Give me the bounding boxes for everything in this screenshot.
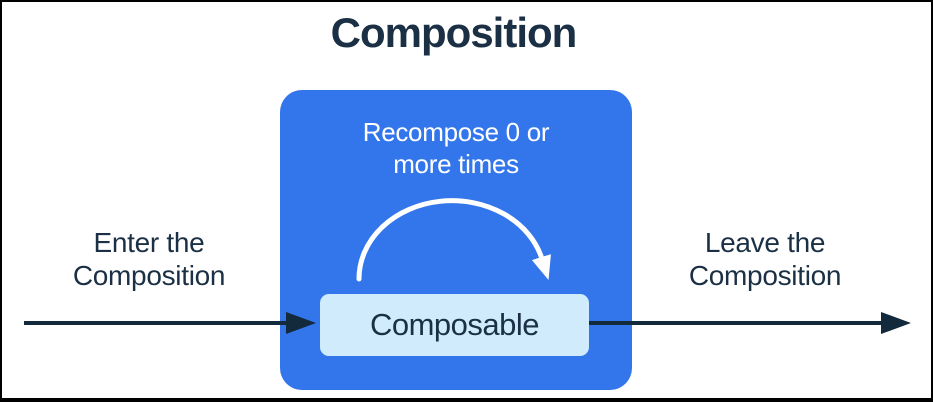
leave-label: Leave the Composition: [645, 226, 885, 292]
leave-label-line2: Composition: [688, 260, 842, 291]
composable-label: Composable: [369, 307, 540, 342]
enter-label-line2: Composition: [72, 260, 226, 291]
recompose-label-line1: Recompose 0 or: [362, 117, 550, 147]
recompose-label: Recompose 0 or more times: [280, 116, 632, 180]
recompose-label-line2: more times: [393, 149, 519, 179]
composable-box: Composable: [320, 294, 589, 356]
composition-box: Recompose 0 or more times Composable: [280, 90, 632, 390]
diagram-title: Composition: [330, 9, 578, 56]
enter-label: Enter the Composition: [29, 226, 269, 292]
leave-label-line1: Leave the: [704, 227, 826, 258]
enter-label-line1: Enter the: [93, 227, 205, 258]
